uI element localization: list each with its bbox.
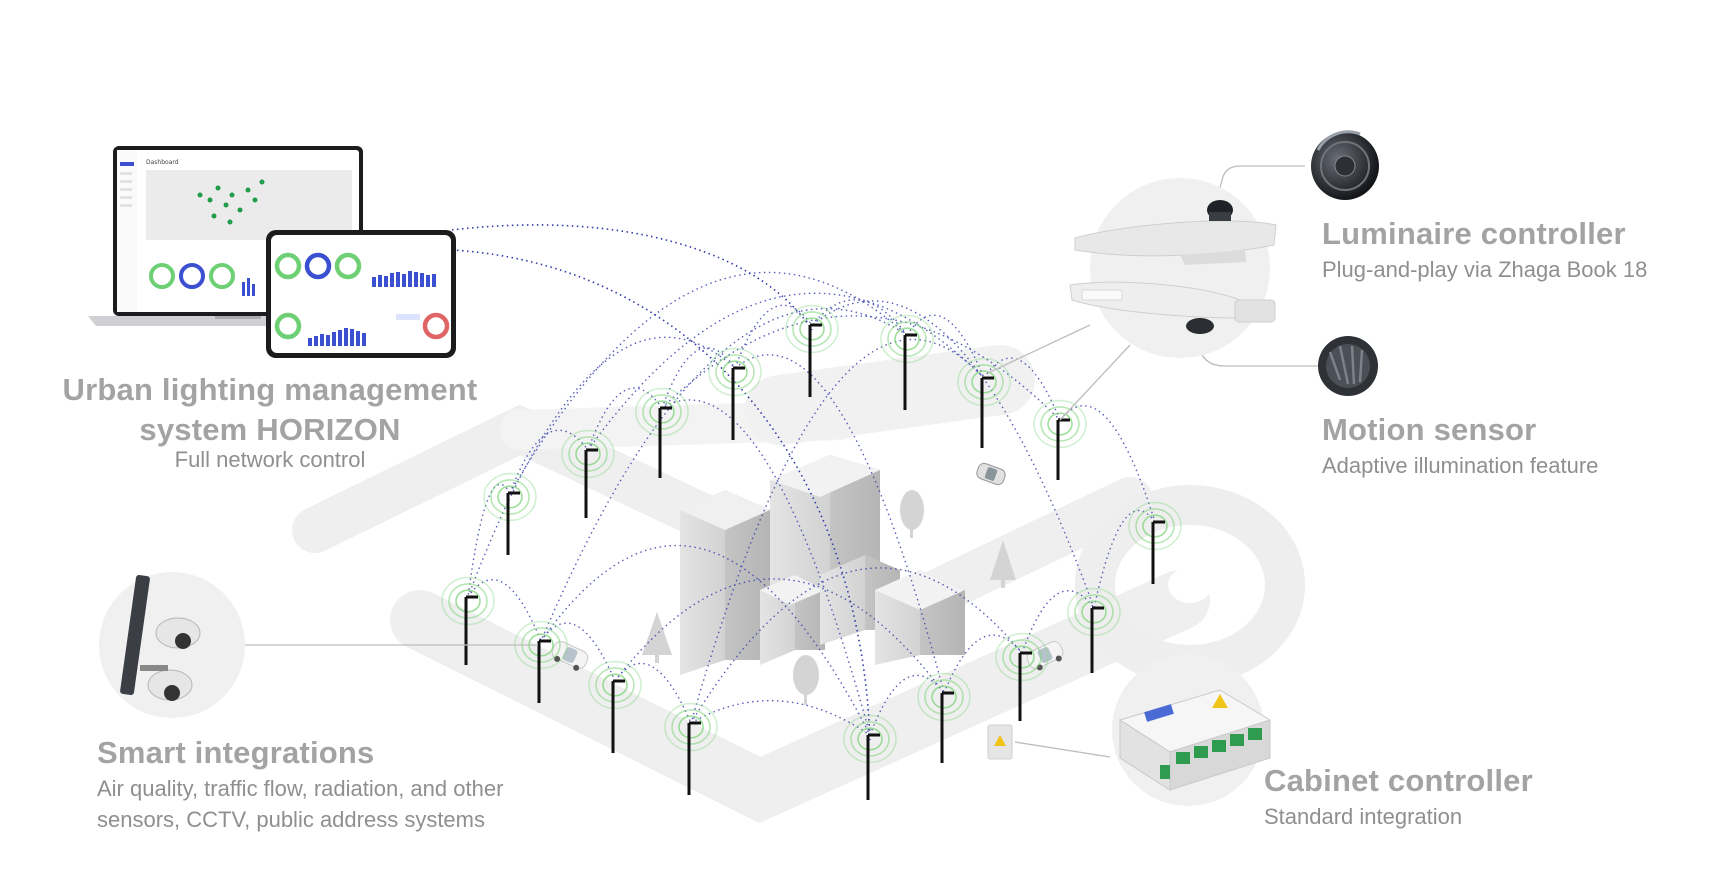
streetlight-node: [785, 304, 839, 397]
streetlight-node: [441, 576, 495, 665]
horizon-subtitle: Full network control: [174, 447, 366, 472]
streetlight-node: [1128, 501, 1182, 584]
streetlight-node: [1033, 399, 1087, 480]
motion-subtitle: Adaptive illumination feature: [1322, 453, 1599, 478]
laptop-screen-heading: Dashboard: [146, 159, 179, 166]
horizon-label: Urban lighting management system HORIZON…: [30, 370, 510, 475]
streetlight-node: [1067, 587, 1121, 673]
luminaire-product-image: [1069, 178, 1277, 358]
streetlight-node: [664, 702, 718, 795]
streetlight-node: [635, 387, 689, 478]
streetlight-node: [483, 472, 537, 555]
streetlight-node: [880, 314, 934, 410]
horizon-title-line1: Urban lighting management: [62, 372, 478, 407]
luminaire-controller-icon: [1311, 130, 1379, 200]
streetlight-node: [917, 672, 971, 763]
integrations-title: Smart integrations: [97, 735, 375, 770]
street-cabinet: [987, 724, 1013, 760]
integrations-subtitle-line1: Air quality, traffic flow, radiation, an…: [97, 776, 504, 801]
trees: [642, 490, 1016, 705]
streetlight-node: [843, 714, 897, 800]
tablet-dashboard: [266, 230, 456, 358]
luminaire-subtitle: Plug-and-play via Zhaga Book 18: [1322, 257, 1648, 282]
mesh-network-links: [467, 271, 1156, 736]
horizon-title-line2: system HORIZON: [139, 412, 401, 447]
city-buildings: [680, 455, 965, 675]
cabinet-controller-image: [1112, 654, 1272, 806]
streetlight-node: [588, 660, 642, 753]
cctv-pole-image: [99, 572, 245, 718]
integrations-label: Smart integrations Air quality, traffic …: [97, 733, 503, 835]
motion-sensor-icon: [1318, 336, 1378, 396]
luminaire-label: Luminaire controller Plug-and-play via Z…: [1322, 214, 1647, 285]
streetlight-node: [561, 429, 615, 518]
streetlight-node: [995, 632, 1049, 721]
cabinet-title: Cabinet controller: [1264, 763, 1533, 798]
luminaire-title: Luminaire controller: [1322, 216, 1626, 251]
motion-title: Motion sensor: [1322, 412, 1537, 447]
cabinet-subtitle: Standard integration: [1264, 804, 1463, 829]
streetlight-node: [708, 347, 762, 440]
motion-label: Motion sensor Adaptive illumination feat…: [1322, 410, 1598, 481]
dashboard-links: [451, 224, 871, 741]
streetlight-node: [957, 357, 1011, 448]
cabinet-label: Cabinet controller Standard integration: [1264, 761, 1533, 832]
integrations-subtitle-line2: sensors, CCTV, public address systems: [97, 807, 485, 832]
